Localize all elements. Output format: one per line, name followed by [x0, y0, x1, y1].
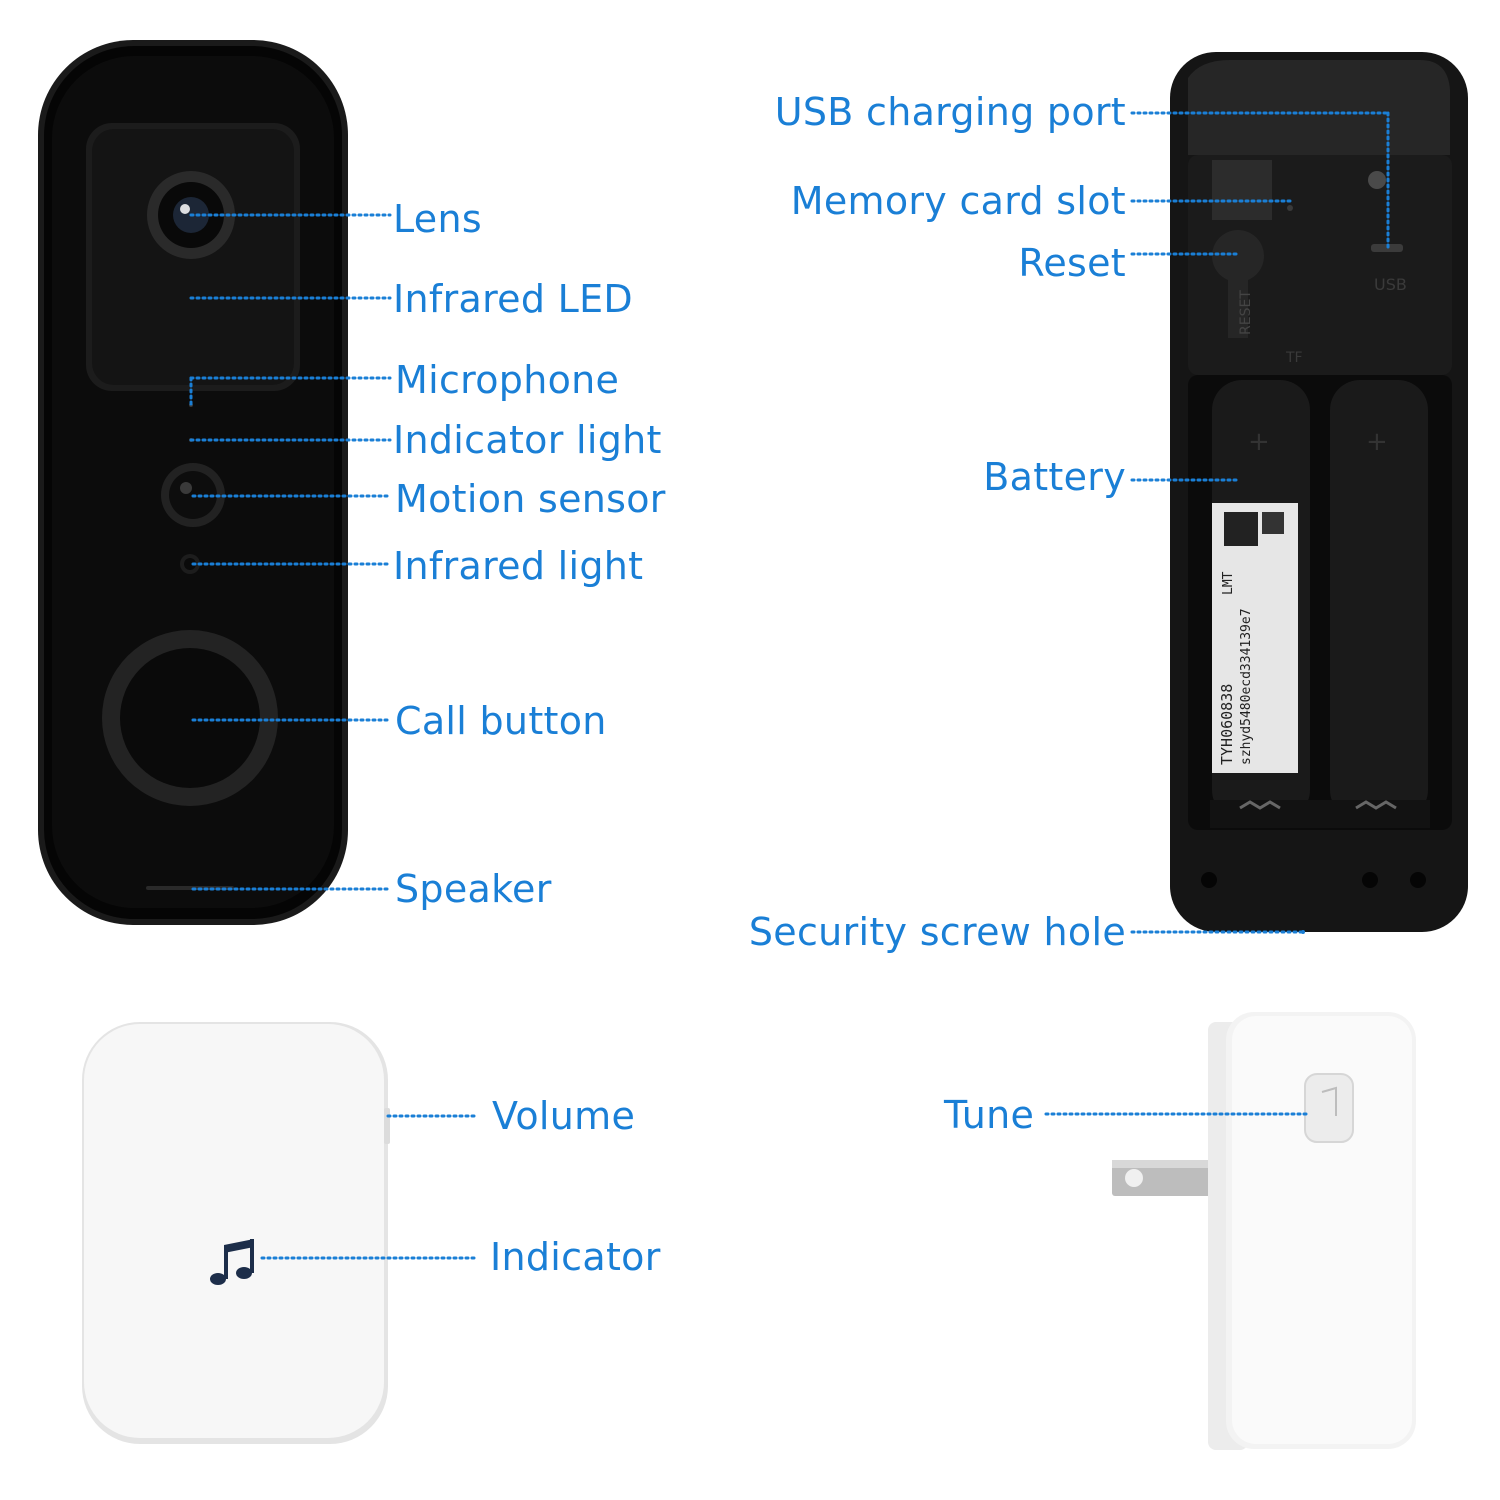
speaker-slot [146, 886, 234, 890]
doorbell-front [38, 40, 348, 925]
serial-line-2: szhyd5480ecd334139e7 [1239, 608, 1254, 765]
serial-label [1212, 503, 1298, 773]
label-infrared-light: Infrared light [393, 544, 644, 588]
label-volume: Volume [492, 1094, 636, 1138]
label-infrared-led: Infrared LED [393, 277, 633, 321]
label-motion-sensor: Motion sensor [395, 477, 666, 521]
leader-lines [189, 111, 1390, 1260]
label-memory-card-slot: Memory card slot [790, 179, 1126, 223]
music-note-icon [210, 1239, 254, 1285]
label-call-button: Call button [395, 699, 607, 743]
label-reset: Reset [1018, 241, 1126, 285]
label-battery: Battery [983, 455, 1126, 499]
label-microphone: Microphone [395, 358, 620, 402]
memory-slot-point [1287, 205, 1293, 211]
label-speaker: Speaker [395, 867, 552, 911]
reset-button [1212, 230, 1264, 282]
svg-text:+: + [1248, 427, 1270, 457]
tf-marking: TF [1285, 350, 1303, 366]
back-cover [1188, 60, 1450, 155]
usb-marking: USB [1374, 275, 1407, 294]
plug-prong [1112, 1160, 1214, 1196]
tune-button [1304, 1073, 1354, 1143]
reset-marking: RESET [1238, 290, 1254, 335]
label-security-screw-hole: Security screw hole [748, 910, 1126, 954]
serial-line-3: LMT [1221, 571, 1236, 595]
battery-right [1330, 380, 1428, 820]
plug-chime [1112, 1012, 1416, 1450]
svg-text:+: + [1366, 427, 1388, 457]
doorbell-back: USB RESET TF + + TYH060838 szhyd5480ecd3… [1170, 52, 1468, 934]
chime-receiver [82, 1022, 390, 1444]
label-usb-charging-port: USB charging port [774, 90, 1126, 134]
label-indicator: Indicator [490, 1235, 661, 1279]
serial-line-1: TYH060838 [1218, 684, 1236, 765]
label-indicator-light: Indicator light [393, 418, 662, 462]
label-lens: Lens [393, 197, 482, 241]
volume-edge-button [384, 1108, 390, 1144]
label-tune: Tune [944, 1093, 1035, 1137]
